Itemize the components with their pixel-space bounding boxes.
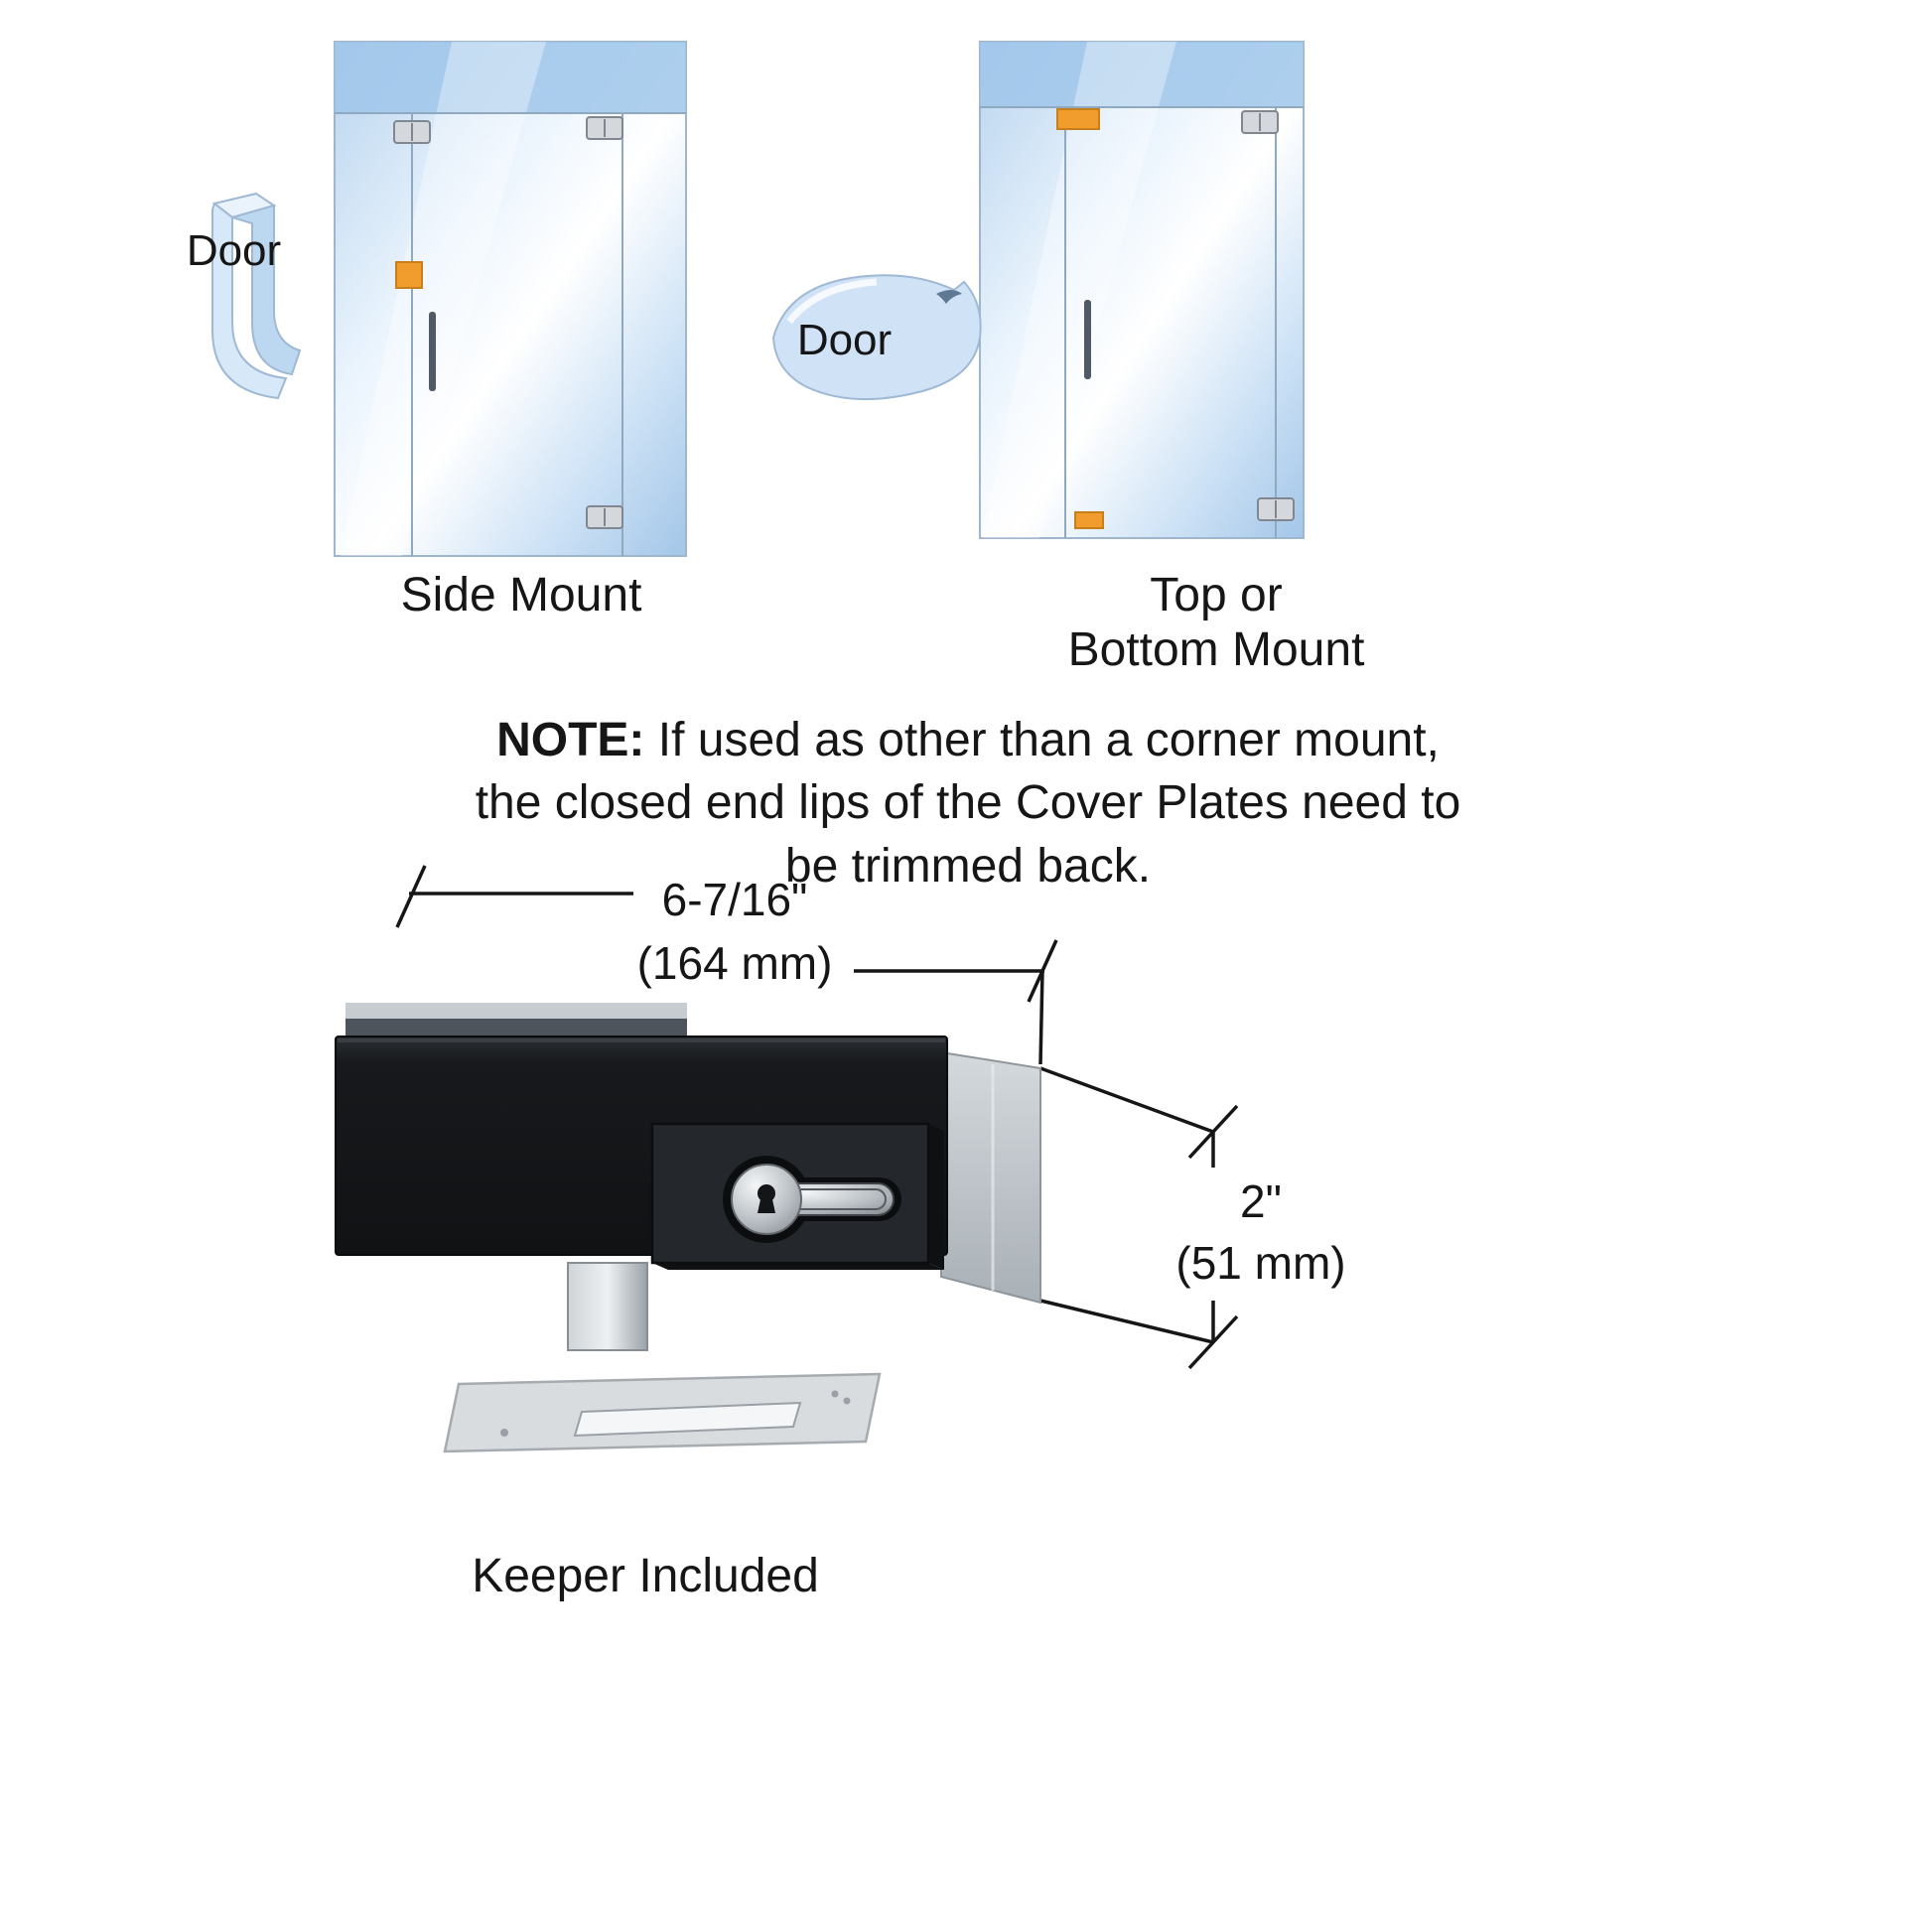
note-line2: the closed end lips of the Cover Plates … <box>475 776 1461 830</box>
transom-panel <box>980 42 1304 107</box>
top-mount-caption-line1: Top or <box>1150 569 1283 621</box>
door-bracket-shape <box>211 192 302 400</box>
side-mount-caption: Side Mount <box>400 569 642 621</box>
bottom-mount-lock-marker <box>1074 511 1104 529</box>
note-line3: be trimmed back. <box>784 839 1152 893</box>
glass-slab <box>940 1050 1041 1305</box>
glass-edge-strip <box>345 1003 687 1019</box>
transom-panel <box>335 42 686 113</box>
side-mount-lock-marker <box>395 261 423 289</box>
hinge-bottom-right <box>586 505 623 529</box>
glass-sheen <box>982 42 1176 538</box>
height-dim-top-tick <box>1187 1104 1239 1160</box>
keyhole <box>723 1156 901 1243</box>
note-bold: NOTE: <box>496 714 645 766</box>
note-text: NOTE: If used as other than a corner mou… <box>352 709 1584 897</box>
cover-plate-edge <box>345 1019 687 1036</box>
width-dim-extension <box>1038 970 1044 1065</box>
glass-sheen <box>341 42 546 556</box>
keeper-plate <box>443 1372 882 1453</box>
width-dim-left-tick <box>395 865 427 928</box>
top-bottom-mount-door-illustration <box>979 41 1305 539</box>
door-label-right: Door <box>796 316 893 364</box>
keeper-caption: Keeper Included <box>472 1550 819 1602</box>
note-line1: NOTE: If used as other than a corner mou… <box>496 714 1440 766</box>
hinge-bottom-right <box>1257 497 1295 521</box>
width-dimension-inches: 6-7/16" <box>661 874 808 925</box>
keeper-screw-hole <box>500 1429 508 1437</box>
height-dim-bottom-tick <box>1187 1314 1239 1370</box>
door-shell-shape <box>771 274 982 401</box>
door-pull <box>1084 300 1091 379</box>
door-pull <box>429 312 436 391</box>
top-mount-lock-marker <box>1056 108 1100 130</box>
height-dimension-inches: 2" <box>1240 1175 1282 1227</box>
door-label-left: Door <box>186 226 282 275</box>
keeper-screw-hole <box>843 1397 851 1405</box>
hinge-top-right <box>586 116 623 140</box>
side-mount-door-illustration <box>334 41 687 557</box>
hinge-top-right <box>1241 110 1279 134</box>
height-dim-top-extension <box>1039 1066 1214 1134</box>
hinge-top-left <box>393 120 431 144</box>
patch-lock-product <box>335 1003 1041 1453</box>
keeper-screw-hole <box>831 1390 839 1398</box>
latch-bolt <box>567 1262 648 1351</box>
keeper-slot <box>573 1401 802 1438</box>
height-dimension-mm: (51 mm) <box>1175 1237 1346 1289</box>
width-dimension-mm: (164 mm) <box>636 937 833 989</box>
height-dim-bottom-extension <box>1039 1299 1214 1344</box>
top-mount-caption-line2: Bottom Mount <box>1067 623 1365 677</box>
top-bottom-mount-caption: Top or Bottom Mount <box>1023 568 1410 677</box>
